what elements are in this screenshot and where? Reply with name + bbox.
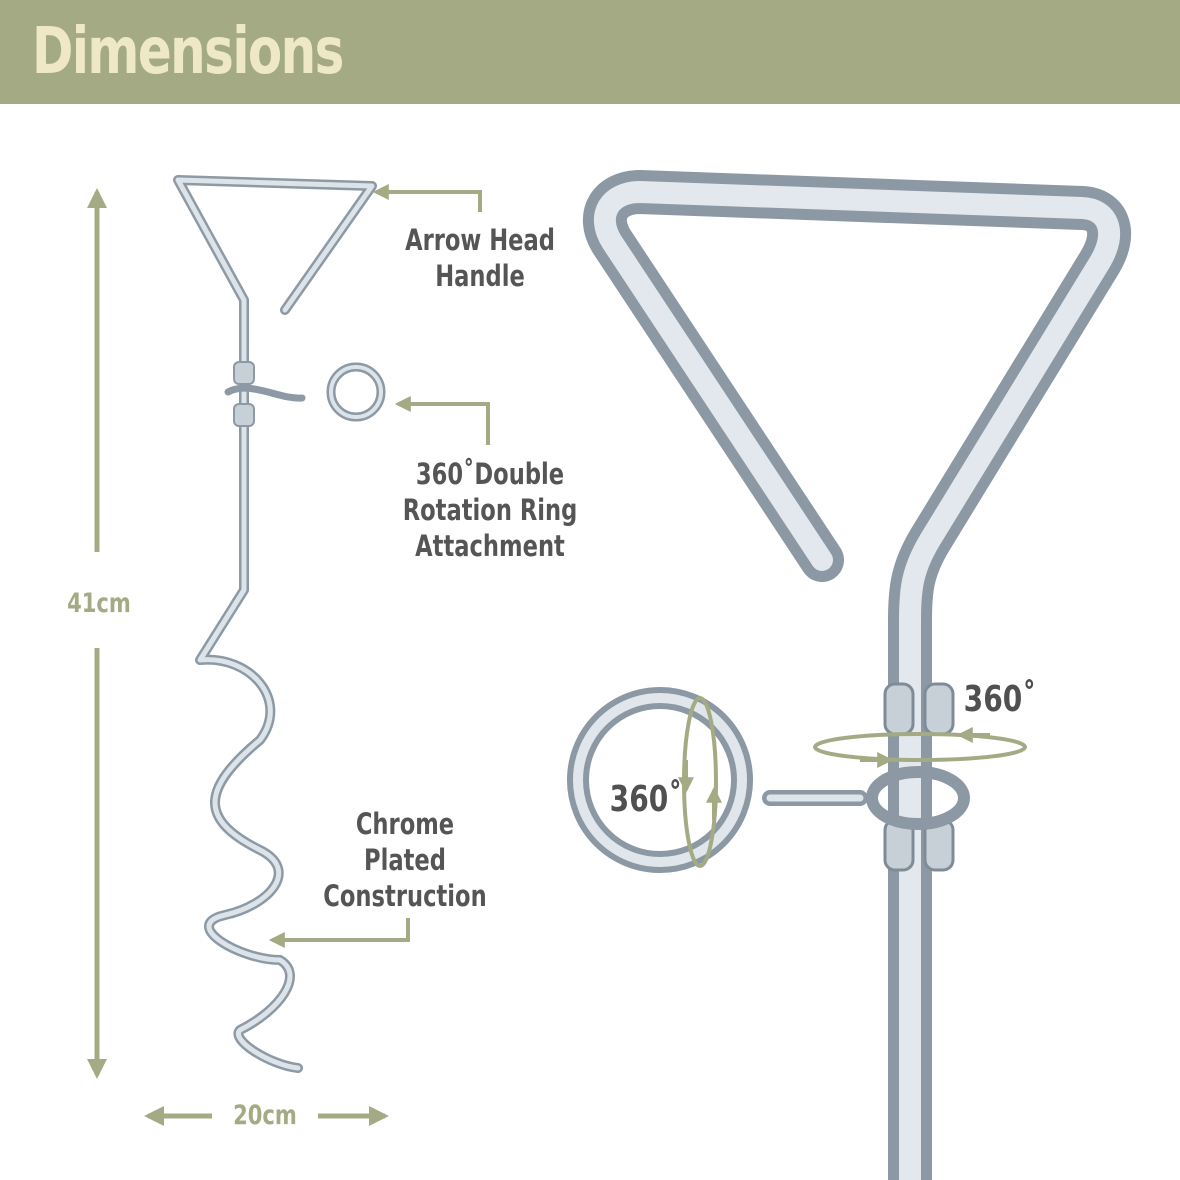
horizontal-rotation-label: 360˚ [963,679,1037,720]
ring-callout: 360˚Double Rotation Ring Attachment [402,457,578,563]
width-label: 20cm [233,1100,297,1131]
vertical-rotation-icon [678,696,722,868]
large-stake-icon [567,170,1131,1180]
height-label: 41cm [67,588,131,619]
header-banner: Dimensions [0,0,1180,104]
handle-callout: Arrow Head Handle [405,223,555,293]
page-title: Dimensions [32,15,344,89]
construction-leader [268,918,410,948]
ring-leader [394,396,490,445]
small-stake-icon [173,175,386,1073]
construction-callout: Chrome Plated Construction [323,807,487,913]
handle-leader [372,184,482,212]
vertical-rotation-label: 360˚ [609,779,683,820]
horizontal-rotation-icon [813,727,1027,768]
